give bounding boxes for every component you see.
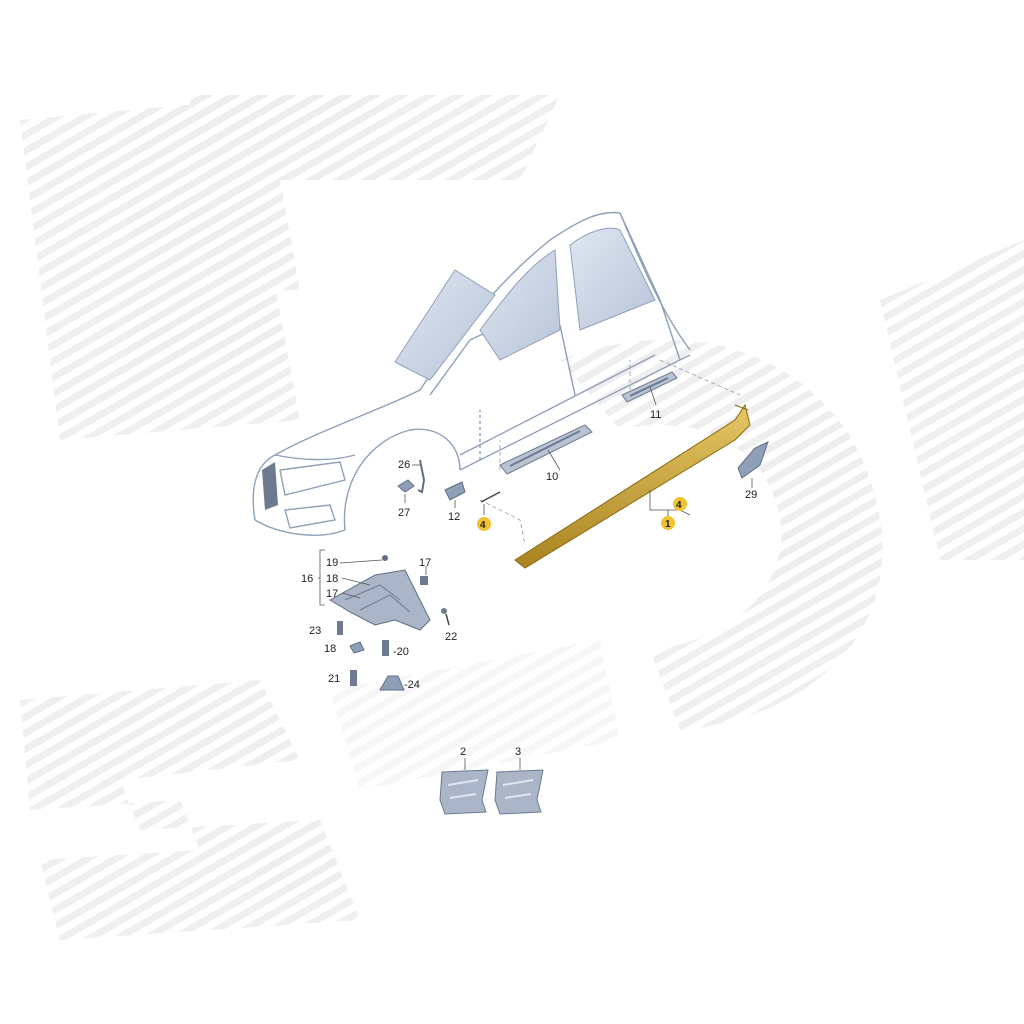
callout-11: 11 — [650, 409, 661, 421]
callout-12: 12 — [448, 511, 460, 523]
callout-18-lower: 18 — [324, 643, 336, 655]
screw-part-22: 22 — [441, 608, 457, 643]
screw-part-20: -20 — [382, 640, 409, 658]
watermark — [20, 95, 1024, 940]
callout-20: -20 — [393, 646, 409, 658]
callout-19: 19 — [326, 557, 338, 569]
bracket-part-26-27: 26 27 — [397, 459, 426, 519]
callout-10: 10 — [546, 471, 558, 483]
callout-3: 3 — [515, 746, 521, 758]
clip-part-12: 12 — [444, 481, 466, 523]
bag-part-2: 2 — [439, 746, 489, 815]
callout-4-left: 4 — [480, 520, 486, 531]
nut-part-17: 17 — [419, 557, 431, 585]
callout-4-right: 4 — [676, 500, 682, 511]
screw-part-4: 4 — [477, 491, 501, 531]
callout-16: 16 — [301, 573, 313, 585]
vehicle-body — [252, 211, 691, 536]
callout-23: 23 — [309, 625, 321, 637]
clip-part-18: 18 — [324, 641, 365, 655]
side-sill-trim — [514, 403, 751, 569]
wheel-liner-assembly — [329, 569, 431, 631]
clip-part-24: -24 — [379, 675, 420, 691]
callout-24: -24 — [404, 679, 420, 691]
callout-bracket-16 — [318, 549, 383, 606]
callout-29: 29 — [745, 489, 757, 501]
clip-part-19 — [382, 555, 388, 561]
bag-part-3: 3 — [494, 746, 544, 815]
screw-part-21: 21 — [328, 670, 357, 686]
trim-bracket: 29 — [737, 441, 769, 501]
screw-part-23: 23 — [309, 621, 343, 637]
rear-sill-plate: 11 — [621, 371, 678, 421]
callout-17-lower: 17 — [326, 588, 338, 600]
front-sill-plate: 10 — [499, 424, 593, 483]
guide-lines — [479, 359, 741, 546]
callout-22: 22 — [445, 631, 457, 643]
callout-18-upper: 18 — [326, 573, 338, 585]
callout-27: 27 — [398, 507, 410, 519]
callout-26: 26 — [398, 459, 410, 471]
callout-1: 1 — [665, 519, 671, 530]
vehicle-glass — [262, 227, 656, 510]
callout-21: 21 — [328, 673, 340, 685]
callout-2: 2 — [460, 746, 466, 758]
callout-17-upper: 17 — [419, 557, 431, 569]
callout-group-1-4: 4 1 — [649, 490, 691, 530]
